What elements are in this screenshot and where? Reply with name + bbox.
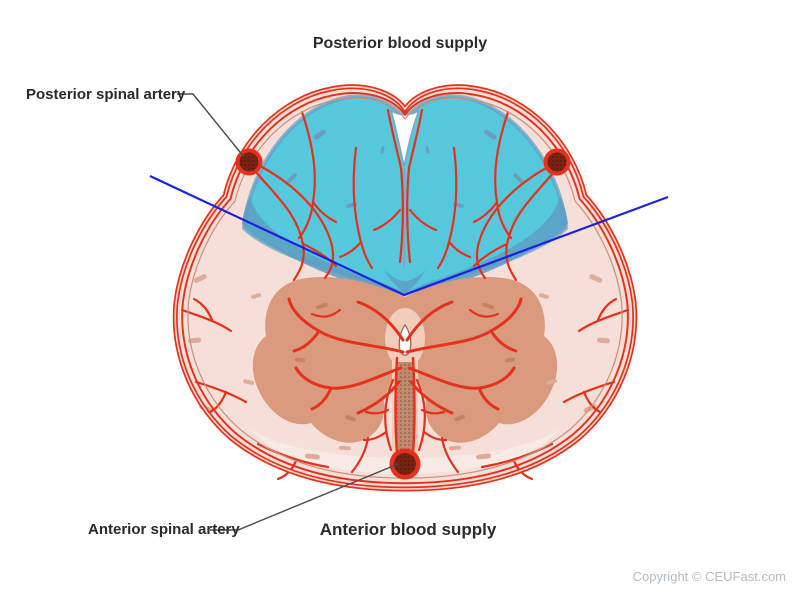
ventral-pale-band xyxy=(250,428,560,474)
peripheral-vessels xyxy=(180,297,630,481)
posterior-artery-leader-line xyxy=(177,93,245,158)
anterior-artery-leader-line xyxy=(210,463,399,531)
fissure-vessel-left xyxy=(394,356,399,455)
texture-dashes-gray xyxy=(295,302,515,422)
territory-divider-line xyxy=(149,175,669,297)
fissure-vessel-right xyxy=(411,356,416,455)
central-vessels-fine xyxy=(310,308,500,452)
copyright-notice: Copyright © CEUFast.com xyxy=(632,569,786,584)
posterior-vessels xyxy=(254,108,556,282)
posterior-spinal-artery-right xyxy=(543,148,571,176)
fissure-texture xyxy=(396,362,414,452)
central-vessels xyxy=(287,297,523,415)
posterior-territory-shade-right xyxy=(405,196,568,294)
anterior-spinal-artery-label: Anterior spinal artery xyxy=(88,521,240,538)
posterior-blood-supply-title: Posterior blood supply xyxy=(312,35,488,52)
anterior-blood-supply-title: Anterior blood supply xyxy=(319,520,497,539)
anterior-spinal-artery-marker xyxy=(389,448,421,480)
texture-dashes-pink xyxy=(188,274,610,460)
posterior-territory-shade-left xyxy=(242,196,405,294)
posterior-spinal-artery-label: Posterior spinal artery xyxy=(26,86,186,103)
posterior-territory-shade-vertex xyxy=(384,270,426,293)
